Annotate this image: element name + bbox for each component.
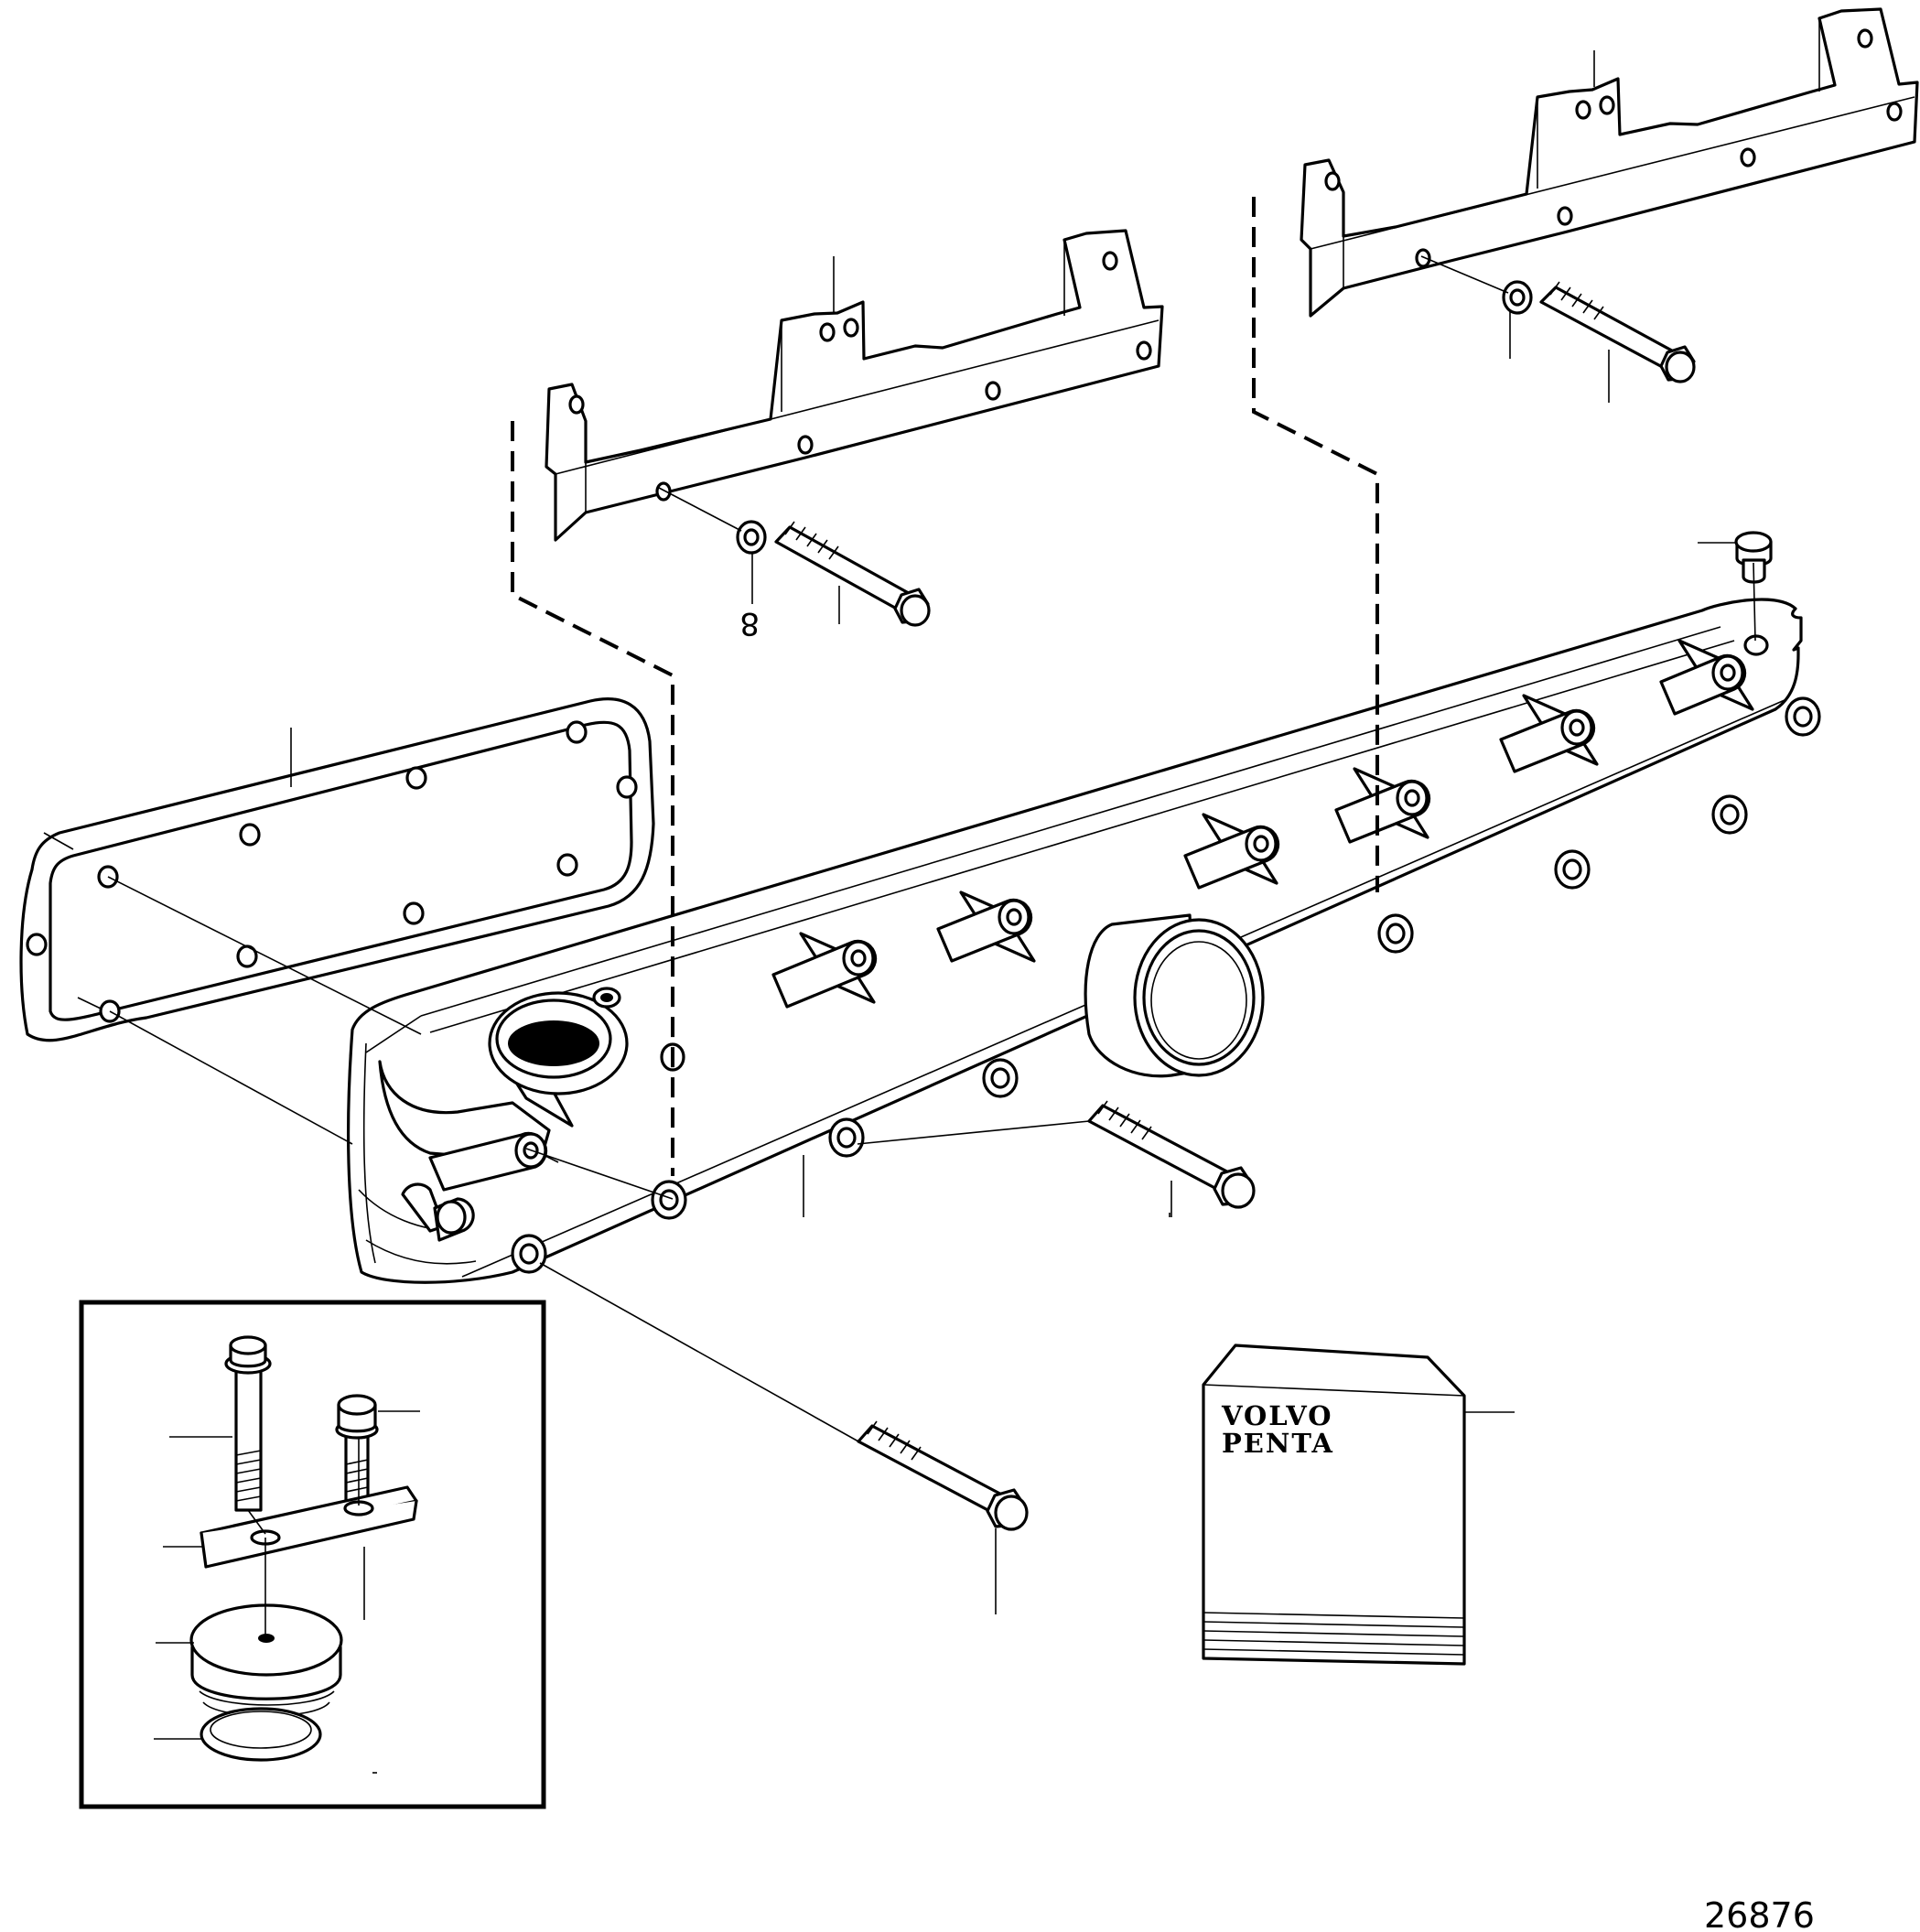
inset-plate: [200, 1485, 418, 1569]
manifold-inlet-port: [488, 987, 685, 1096]
exhaust-manifold: [347, 598, 1803, 1284]
manifold-bolt-bosses: [511, 634, 1821, 1274]
runner-tubes: [401, 653, 1747, 1242]
inset-rubber-mount: [189, 1603, 343, 1717]
drawing-number: 26876: [1704, 1895, 1815, 1932]
inset-short-bolt: [335, 1394, 379, 1503]
volvo-penta-manual: VOLVO PENTA: [1202, 1344, 1466, 1666]
shield-bolt-rear: [1539, 281, 1696, 383]
part-leader-lines: [43, 50, 1736, 1774]
shield-bolt-front: [774, 521, 931, 627]
manifold-outlet-flange: [1084, 913, 1265, 1078]
shield-washer-rear: [1502, 280, 1533, 315]
assembly-dashed-lines: [511, 197, 1379, 1176]
manifold-bolt-upper: [1087, 1100, 1256, 1209]
inset-long-bolt: [224, 1335, 272, 1512]
heat-shield-front: [545, 229, 1164, 542]
shield-washer-front: [736, 520, 767, 555]
alignment-lines: [107, 255, 1756, 1638]
manifold-bolt-lower: [857, 1420, 1029, 1531]
stray-mark: 8: [739, 605, 760, 642]
inset-ring: [200, 1707, 322, 1762]
manual-brand-line1: VOLVO: [1221, 1400, 1332, 1431]
manual-brand-line2: PENTA: [1222, 1428, 1334, 1459]
manifold-gasket: [19, 697, 655, 1042]
heat-shield-rear: [1300, 7, 1919, 318]
